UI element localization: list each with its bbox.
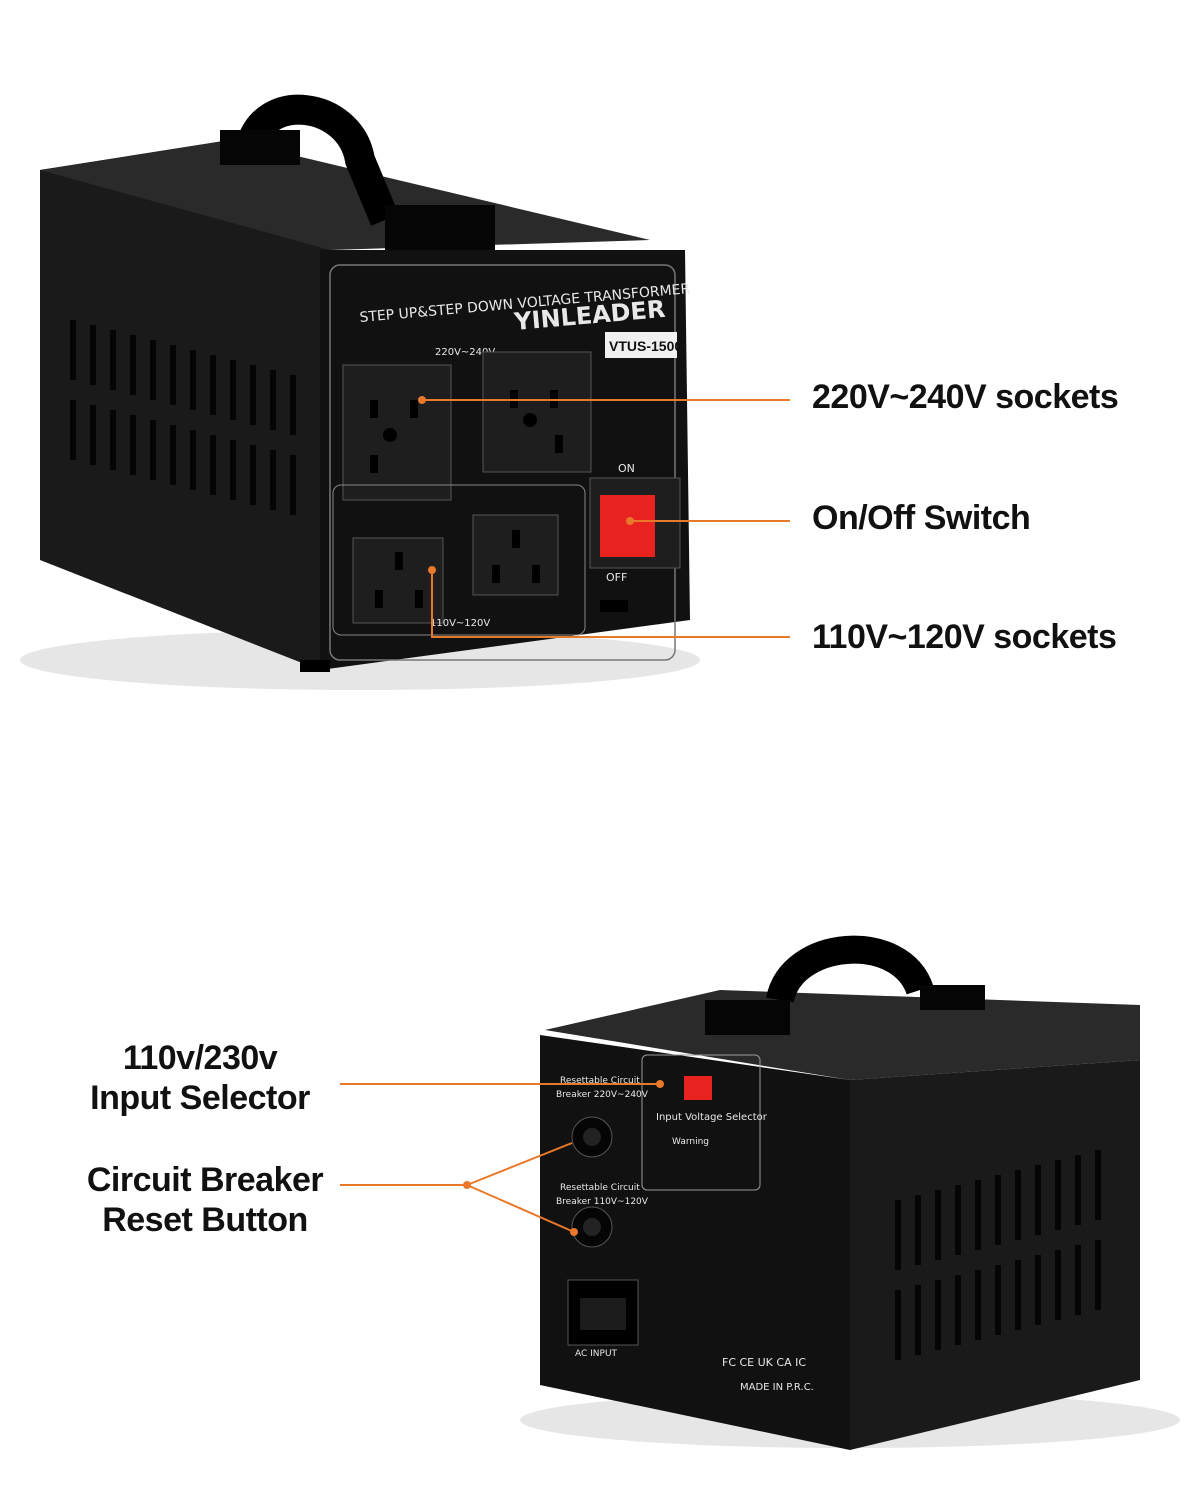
input-voltage-selector [684,1076,712,1100]
ac-input-label: AC INPUT [575,1349,618,1359]
callout-breaker: Circuit Breaker Reset Button [60,1160,350,1240]
callout-input-selector-line-1: 110v/230v [122,1039,278,1077]
made-in-label: MADE IN P.R.C. [740,1382,814,1393]
transformer-rear [540,1035,850,1450]
switch-off-label: OFF [606,571,627,584]
callout-line-low [431,570,790,638]
callout-line-breaker-2 [466,1184,575,1233]
warning-label: Warning [672,1137,709,1147]
callout-low-sockets: 110V~120V sockets [812,618,1117,656]
callout-input-selector: 110v/230v Input Selector [60,1038,340,1118]
callout-high-sockets: 220V~240V sockets [812,378,1119,416]
breaker-low-label-1: Resettable Circuit [560,1183,640,1193]
breaker-high-label-1: Resettable Circuit [560,1076,640,1086]
transformer-side [40,140,330,670]
model-label: VTUS-1500 [609,338,682,354]
callout-breaker-line-2: Reset Button [102,1201,308,1239]
handle [235,94,399,226]
callout-input-selector-line-2: Input Selector [90,1079,310,1117]
high-voltage-label: 220V~240V [435,347,495,358]
power-switch [600,495,655,557]
breaker-high-label-2: Breaker 220V~240V [556,1090,649,1100]
callout-line-breaker-1 [466,1142,573,1186]
breaker-low-label-2: Breaker 110V~120V [556,1197,649,1207]
callout-switch: On/Off Switch [812,499,1031,537]
switch-on-label: ON [618,462,635,475]
selector-label: Input Voltage Selector [656,1112,768,1123]
certifications: FC CE UK CA IC [722,1356,806,1369]
callout-breaker-line-1: Circuit Breaker [86,1161,324,1199]
transformer-top [40,140,650,250]
side-vents [70,320,296,515]
low-voltage-label: 110V~120V [430,618,490,629]
